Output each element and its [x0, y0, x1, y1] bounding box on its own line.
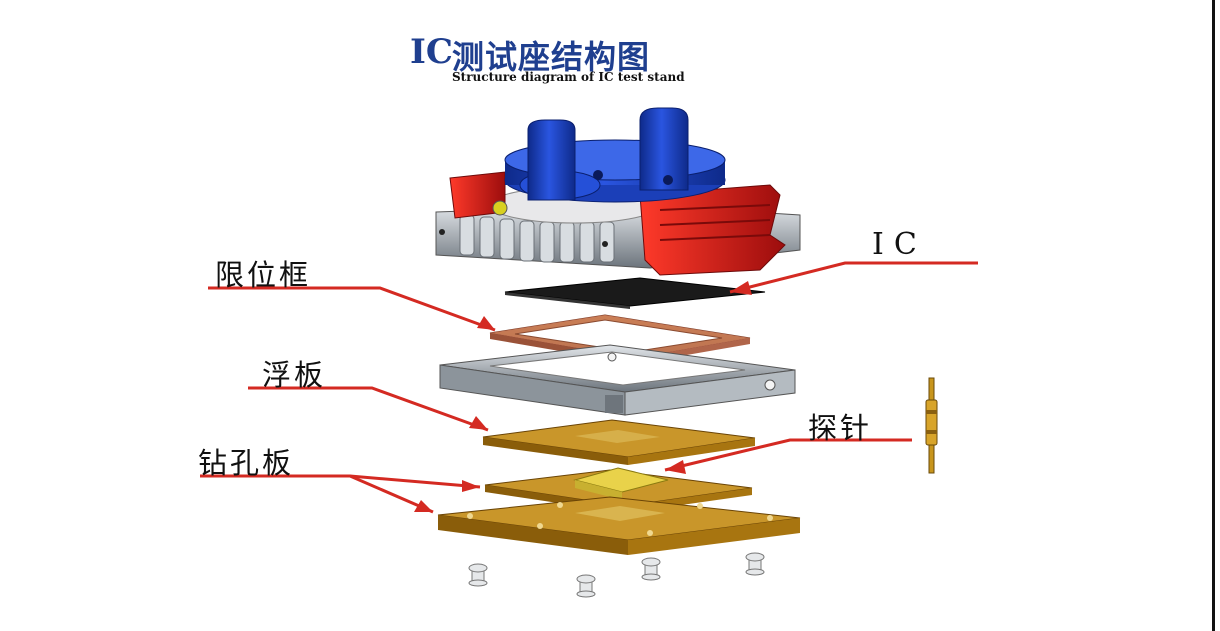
arrow-floating-plate — [248, 386, 489, 432]
floating-plate — [482, 419, 756, 465]
right-border-line — [1212, 0, 1215, 631]
arrow-limit-frame — [208, 286, 496, 332]
screw — [745, 552, 765, 576]
screws — [468, 552, 765, 598]
page-subtitle: Structure diagram of IC test stand — [452, 70, 685, 84]
screw — [576, 574, 596, 598]
arrow-ic — [729, 261, 978, 294]
label-limit-frame: 限位框 — [215, 258, 312, 292]
screw — [641, 557, 661, 581]
callout-arrows — [200, 261, 978, 514]
label-drill-plate: 钻孔板 — [198, 446, 295, 480]
arrow-heads — [414, 281, 752, 512]
screw — [468, 563, 488, 587]
lower-drill-plate — [437, 496, 801, 555]
title-ic-logo: IC — [410, 32, 453, 72]
label-ic: IC — [872, 227, 927, 262]
probe-pin-detail — [925, 377, 938, 474]
arrow-probe — [664, 438, 912, 472]
label-floating-plate: 浮板 — [262, 358, 327, 392]
ic-chip — [504, 277, 766, 307]
steel-frame — [439, 344, 796, 416]
lid-assembly — [435, 107, 801, 276]
label-probe: 探针 — [808, 411, 873, 445]
page-title: 测试座结构图 — [452, 38, 651, 76]
